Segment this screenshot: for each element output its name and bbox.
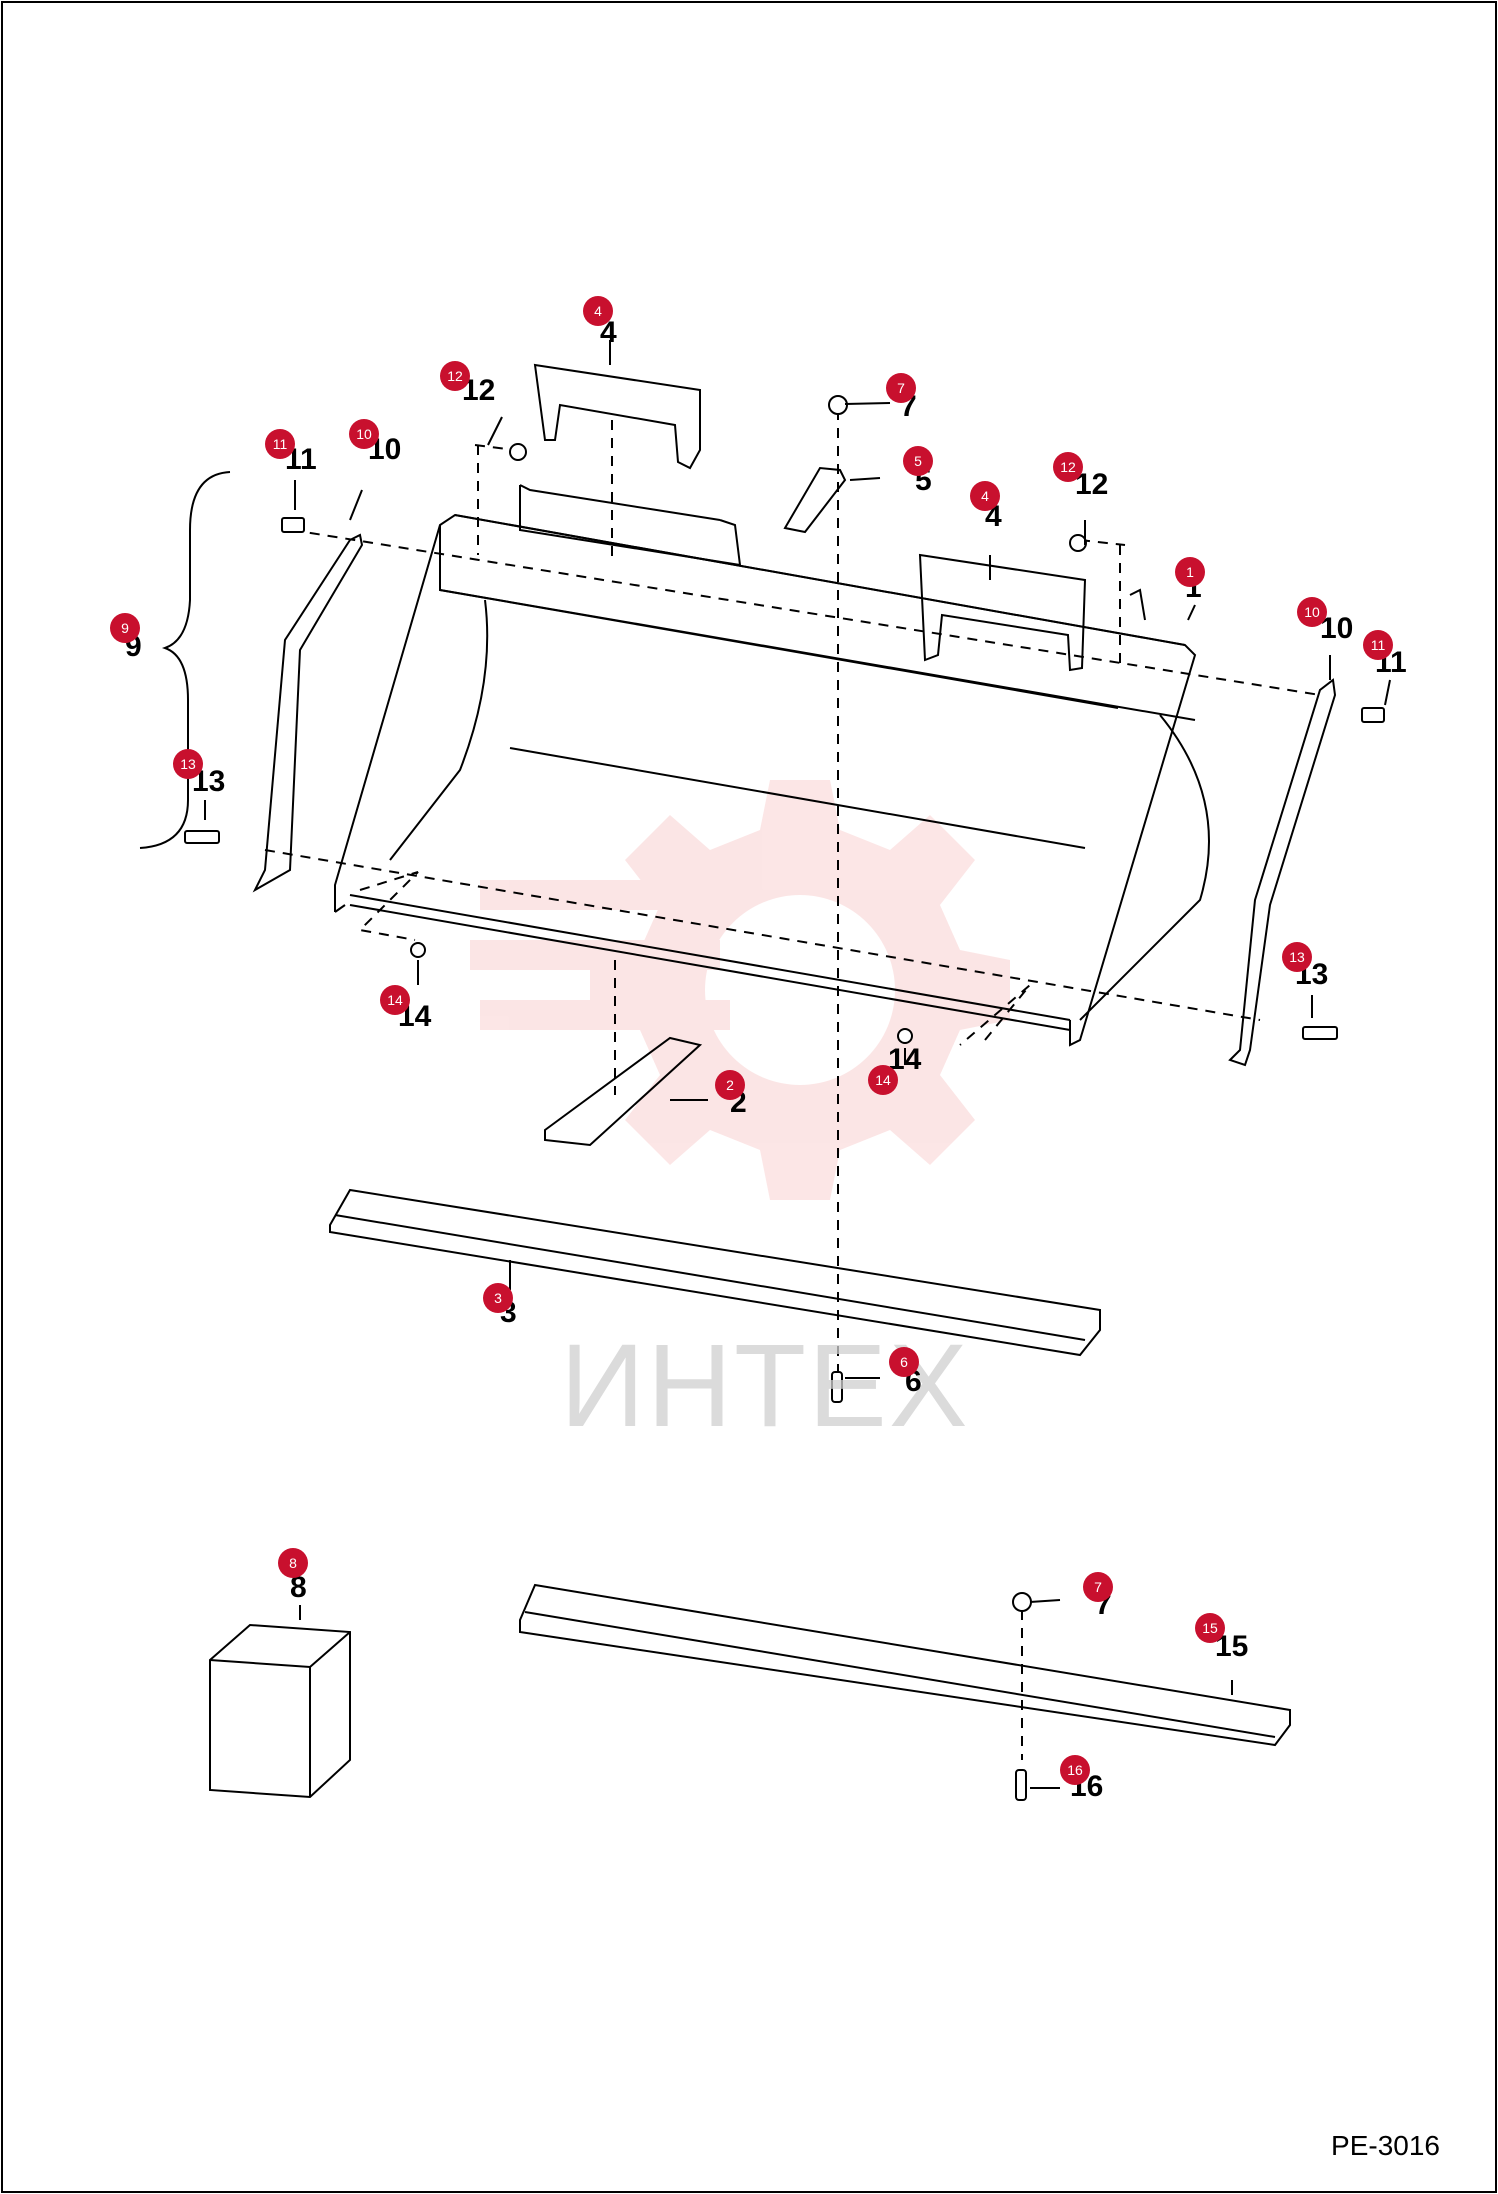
callout-12-right[interactable]: 12 [1053,452,1083,482]
wear-plate [544,1036,703,1147]
callout-9[interactable]: 9 [110,613,140,643]
nut-12-left [509,443,527,461]
bolt-11-left [281,517,305,533]
plow-bolt-16 [1015,1769,1027,1801]
nut-14-right [897,1028,913,1044]
callout-13-left[interactable]: 13 [173,749,203,779]
callout-5[interactable]: 5 [903,446,933,476]
nut-14-left [410,942,426,958]
callout-10-left[interactable]: 10 [349,419,379,449]
callout-6[interactable]: 6 [889,1347,919,1377]
handle-right [918,553,1087,672]
right-side-plate [1228,678,1337,1067]
callout-14-right[interactable]: 14 [868,1065,898,1095]
bucket-body [334,513,1210,1047]
callout-7-top[interactable]: 7 [886,373,916,403]
replacement-edge [519,1583,1291,1747]
callout-11-right[interactable]: 11 [1363,630,1393,660]
callout-10-right[interactable]: 10 [1297,597,1327,627]
brace [139,471,231,849]
bolt-13-right [1302,1026,1338,1040]
carton [209,1623,351,1799]
callout-7-bottom[interactable]: 7 [1083,1572,1113,1602]
watermark-text: ИНТЕХ [560,1320,970,1452]
part-number-8: 8 [290,1571,307,1604]
callout-11-left[interactable]: 11 [265,429,295,459]
left-side-plate [252,533,364,893]
callout-12-left[interactable]: 12 [440,361,470,391]
nut-7-bottom [1012,1592,1032,1612]
part-number-4-left: 4 [600,316,617,349]
callout-1[interactable]: 1 [1175,557,1205,587]
handle-left [533,363,701,470]
part-number-10-right: 10 [1320,612,1354,645]
callout-13-right[interactable]: 13 [1282,942,1312,972]
nut-12-right [1069,534,1087,552]
bucket-tooth [783,466,847,534]
watermark-gear-icon [470,780,1010,1200]
plow-bolt-6 [831,1371,843,1403]
nut-7-top [828,395,848,415]
bolt-13-left [184,830,220,844]
callout-14-left[interactable]: 14 [380,985,410,1015]
callout-8[interactable]: 8 [278,1548,308,1578]
callout-3[interactable]: 3 [483,1283,513,1313]
callout-4-right[interactable]: 4 [970,481,1000,511]
drawing-code: PE-3016 [1331,2130,1440,2161]
callout-4-left[interactable]: 4 [583,296,613,326]
bolt-11-right [1361,707,1385,723]
callout-15[interactable]: 15 [1195,1613,1225,1643]
callout-16[interactable]: 16 [1060,1755,1090,1785]
cutting-edge [329,1188,1101,1357]
callout-2[interactable]: 2 [715,1070,745,1100]
